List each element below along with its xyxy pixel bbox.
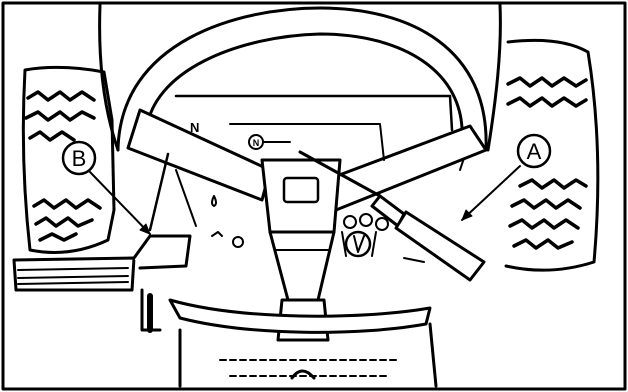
callout-b-label: B [72,146,87,171]
callout-a-label: A [527,139,542,164]
seat-floor [168,298,438,388]
steering-wheel [116,6,488,342]
callout-a-circle [516,133,552,169]
callout-b-leader [89,171,151,235]
horn-button-icon [282,176,320,204]
ignition-switch-icon [344,230,372,258]
indicator-light-icon [232,236,244,248]
callout-a-leader [461,165,521,221]
throttle-lever [298,150,486,282]
dash-panel: N N [148,94,454,248]
neutral-indicator-symbol: N [253,138,260,148]
brake-pedal [12,234,192,333]
neutral-marker: N [190,120,199,135]
left-tire [21,65,116,254]
fuel-icon [211,195,217,207]
callout-b-circle [61,140,97,176]
right-tire [504,38,600,272]
